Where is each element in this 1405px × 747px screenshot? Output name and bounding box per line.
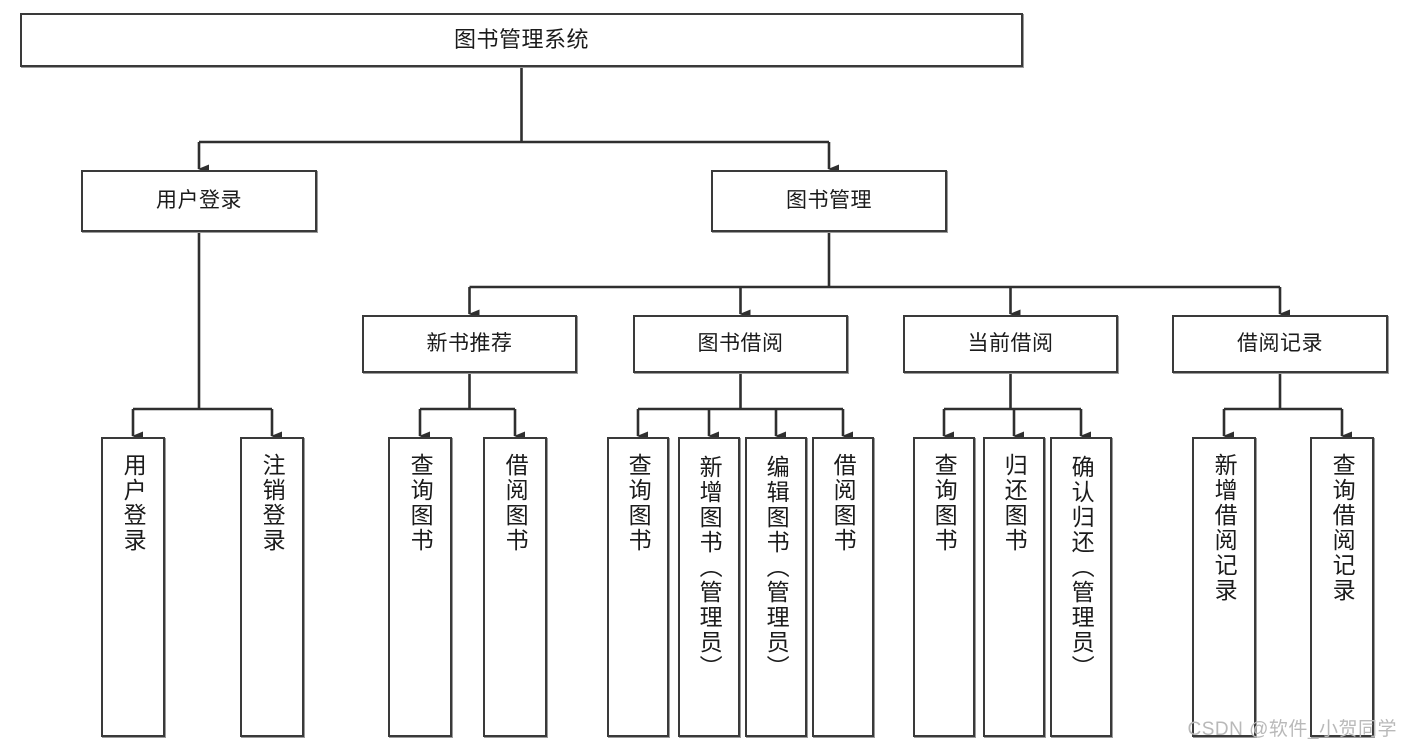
- node-leaf-edit-book[interactable]: 编辑图书（管理员）: [745, 437, 807, 737]
- node-leaf-edit-book-label: 编辑图书（管理员）: [763, 455, 790, 680]
- node-borrow-record[interactable]: 借阅记录: [1172, 315, 1388, 373]
- node-leaf-borrow-book-2[interactable]: 借阅图书: [812, 437, 874, 737]
- node-leaf-user-login-label: 用户登录: [120, 453, 147, 553]
- node-leaf-borrow-book-1[interactable]: 借阅图书: [483, 437, 547, 737]
- node-new-book-rec[interactable]: 新书推荐: [362, 315, 577, 373]
- node-leaf-query-record-label: 查询借阅记录: [1329, 453, 1356, 603]
- node-leaf-confirm-return-label: 确认归还（管理员）: [1068, 455, 1095, 680]
- node-leaf-add-book[interactable]: 新增图书（管理员）: [678, 437, 740, 737]
- node-leaf-query-book-1-label: 查询图书: [407, 453, 434, 553]
- node-leaf-borrow-book-1-label: 借阅图书: [502, 453, 529, 553]
- node-leaf-add-record-label: 新增借阅记录: [1211, 453, 1238, 603]
- node-book-borrow-label: 图书借阅: [697, 332, 784, 356]
- node-leaf-logout[interactable]: 注销登录: [240, 437, 304, 737]
- node-leaf-query-record[interactable]: 查询借阅记录: [1310, 437, 1374, 737]
- node-leaf-query-book-3[interactable]: 查询图书: [913, 437, 975, 737]
- node-book-borrow[interactable]: 图书借阅: [633, 315, 848, 373]
- node-leaf-query-book-2[interactable]: 查询图书: [607, 437, 669, 737]
- node-leaf-return-book-label: 归还图书: [1001, 453, 1028, 553]
- node-user-login-label: 用户登录: [156, 189, 242, 213]
- node-borrow-record-label: 借阅记录: [1237, 332, 1323, 356]
- node-leaf-add-record[interactable]: 新增借阅记录: [1192, 437, 1256, 737]
- node-new-book-rec-label: 新书推荐: [426, 332, 513, 356]
- node-leaf-user-login[interactable]: 用户登录: [101, 437, 165, 737]
- watermark: CSDN @软件_小贺同学: [1187, 719, 1397, 740]
- node-leaf-return-book[interactable]: 归还图书: [983, 437, 1045, 737]
- node-current-borrow[interactable]: 当前借阅: [903, 315, 1118, 373]
- node-leaf-borrow-book-2-label: 借阅图书: [830, 453, 857, 553]
- node-leaf-query-book-1[interactable]: 查询图书: [388, 437, 452, 737]
- node-leaf-logout-label: 注销登录: [259, 453, 286, 553]
- node-leaf-confirm-return[interactable]: 确认归还（管理员）: [1050, 437, 1112, 737]
- node-root-图书管理系统-label: 图书管理系统: [453, 26, 589, 52]
- node-current-borrow-label: 当前借阅: [967, 332, 1054, 356]
- node-book-manage[interactable]: 图书管理: [711, 170, 947, 232]
- node-user-login[interactable]: 用户登录: [81, 170, 317, 232]
- node-leaf-query-book-2-label: 查询图书: [625, 453, 652, 553]
- node-leaf-add-book-label: 新增图书（管理员）: [696, 455, 723, 680]
- node-leaf-query-book-3-label: 查询图书: [931, 453, 958, 553]
- node-book-manage-label: 图书管理: [786, 189, 872, 213]
- node-root-图书管理系统[interactable]: 图书管理系统: [20, 13, 1023, 67]
